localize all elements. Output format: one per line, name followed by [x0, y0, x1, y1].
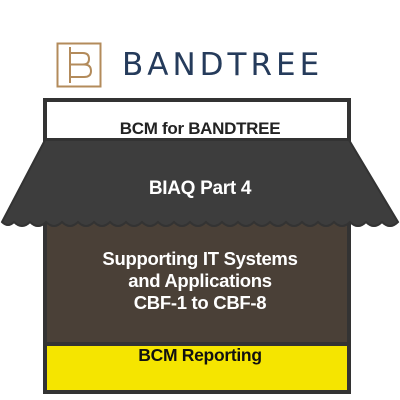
body-line: Supporting IT Systems — [102, 248, 298, 269]
bcm-badge — [0, 98, 400, 395]
footer-band — [43, 342, 351, 394]
body-line: CBF-1 to CBF-8 — [133, 292, 267, 313]
badge-graphic — [0, 98, 400, 394]
brand-name: BANDTREE — [122, 46, 324, 83]
awning — [0, 139, 400, 227]
top-label: BCM for BANDTREE — [119, 119, 281, 138]
letter-b-bracket-logo-icon — [56, 42, 102, 88]
awning-label: BIAQ Part 4 — [148, 178, 252, 199]
footer-label: BCM Reporting — [138, 345, 262, 365]
body-label: Supporting IT Systems and Applications C… — [0, 248, 400, 314]
bandtree-logo: BANDTREE — [56, 40, 346, 90]
body-panel — [43, 206, 351, 346]
body-line: and Applications — [128, 270, 272, 291]
